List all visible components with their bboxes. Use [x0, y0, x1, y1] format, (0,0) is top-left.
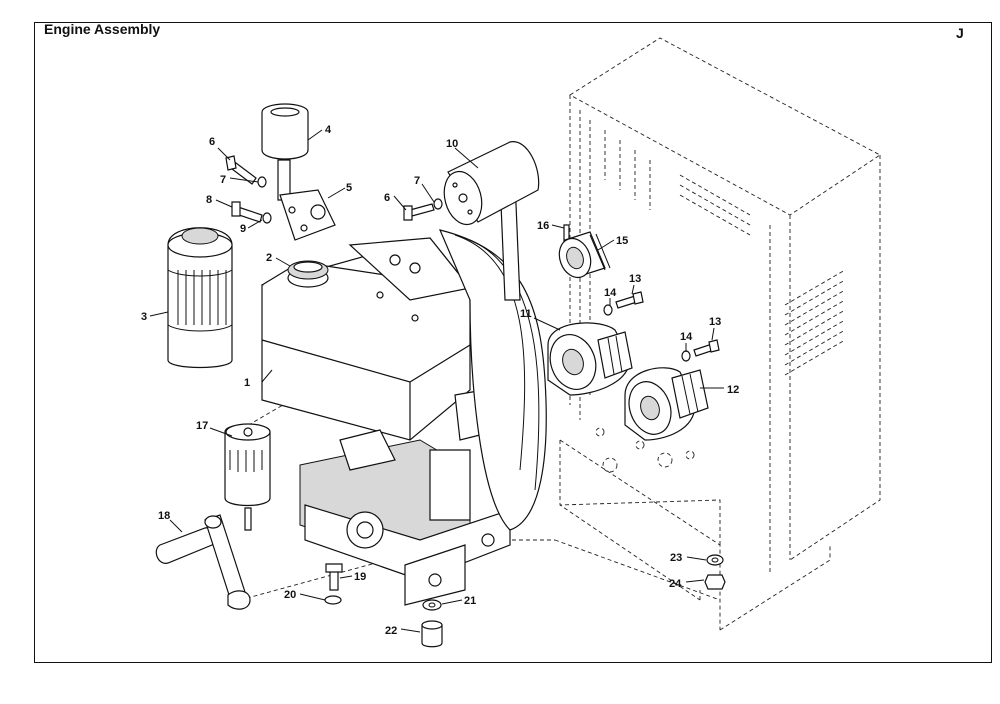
callout-17: 17: [196, 420, 208, 432]
callout-13a: 13: [629, 273, 641, 285]
callout-23: 23: [670, 552, 682, 564]
callout-11: 11: [520, 308, 532, 320]
washer-part-14b: [681, 350, 691, 362]
callout-2: 2: [266, 252, 272, 264]
part-3-air-cleaner: [167, 227, 233, 369]
section-letter: J: [956, 25, 964, 41]
callout-24: 24: [669, 578, 682, 590]
leader-lines: [149, 129, 724, 633]
part-18-crank-handle: [155, 514, 251, 610]
washer-part-20: [324, 595, 342, 605]
callout-7b: 7: [414, 175, 420, 187]
part-17-oil-filter: [224, 423, 271, 531]
part-10-cylinder: [443, 141, 540, 226]
callout-12: 12: [727, 384, 739, 396]
bolt-part-6a: [225, 155, 257, 185]
callout-19: 19: [354, 571, 366, 583]
belt-drive: [438, 179, 547, 531]
page-title: Engine Assembly: [44, 21, 161, 37]
callout-20: 20: [284, 589, 296, 601]
part-15-pulley: [558, 231, 611, 279]
part-5-plate: [279, 189, 336, 241]
callout-21: 21: [464, 595, 476, 607]
bolt-part-6b: [403, 203, 435, 221]
mount-part-22: [421, 620, 443, 648]
callout-6a: 6: [209, 136, 215, 148]
washer-part-14a: [603, 304, 613, 316]
bolt-part-19: [325, 563, 343, 591]
callout-6b: 6: [384, 192, 390, 204]
callout-labels: 1 2 3 4 5 6 6 7 7 8 9 10 11 12 13 13 14 …: [141, 124, 739, 637]
callout-10: 10: [446, 138, 458, 150]
washer-part-7b: [433, 198, 443, 210]
callout-14a: 14: [604, 287, 617, 299]
callout-3: 3: [141, 311, 147, 323]
callout-16: 16: [537, 220, 549, 232]
engine-body: [261, 237, 511, 606]
callout-22: 22: [385, 625, 397, 637]
bolt-part-13a: [615, 291, 644, 309]
bolt-part-13b: [693, 339, 720, 357]
callout-7a: 7: [220, 174, 226, 186]
callout-14b: 14: [680, 331, 693, 343]
drawing-frame: [34, 22, 992, 663]
callout-4: 4: [325, 124, 332, 136]
washer-part-21: [422, 599, 442, 611]
bolt-part-8: [231, 201, 263, 223]
callout-8: 8: [206, 194, 212, 206]
washer-part-9: [262, 212, 272, 224]
callout-18: 18: [158, 510, 170, 522]
callout-5: 5: [346, 182, 352, 194]
callout-15: 15: [616, 235, 628, 247]
part-4-filter: [261, 103, 309, 201]
part-11-coupling: [547, 322, 633, 396]
part-12-coupling: [624, 367, 709, 441]
callout-13b: 13: [709, 316, 721, 328]
callout-1: 1: [244, 377, 250, 389]
nut-part-24: [704, 574, 726, 590]
fuel-cap: [287, 260, 329, 288]
callout-9: 9: [240, 223, 246, 235]
washer-part-7a: [257, 176, 267, 188]
washer-part-23: [706, 554, 724, 566]
